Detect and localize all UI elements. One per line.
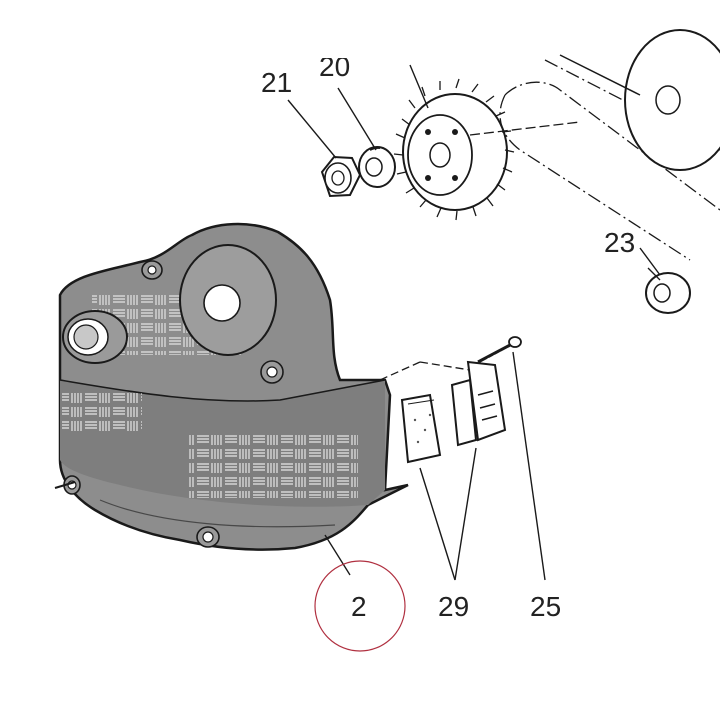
toothed-pulley [393,78,581,221]
part-2-timing-cover [54,222,409,551]
callout-25: 25 [530,591,561,622]
leader-lines-bottom [324,351,546,581]
callout-21: 21 [261,67,292,98]
part-20-washer [358,146,396,188]
callout-2-highlight-circle [314,560,406,652]
part-23-bolt [645,267,691,314]
leader-lines-top [287,64,661,276]
callout-2: 2 [351,591,367,622]
part-29-pads [379,360,507,464]
camshaft-pulley-right [559,29,720,171]
callout-23: 23 [604,227,635,258]
callout-29: 29 [438,591,469,622]
crop-mask [300,0,360,58]
part-25-screw [477,336,522,364]
part-21-nut [320,155,362,198]
